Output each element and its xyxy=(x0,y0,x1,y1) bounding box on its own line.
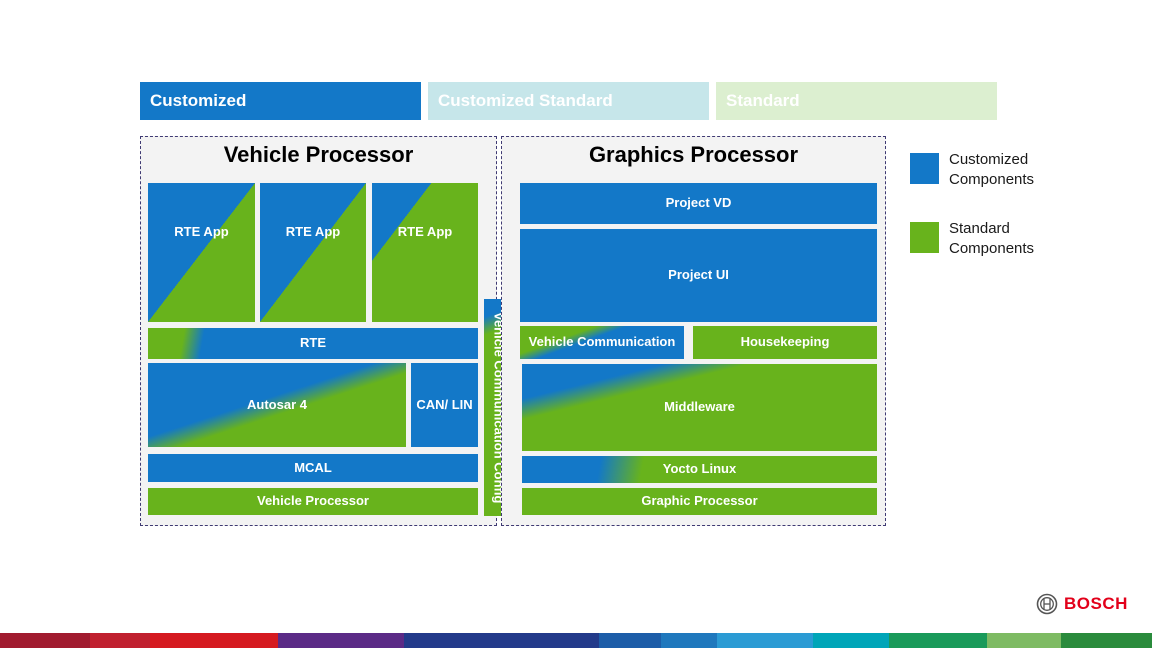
rte-app-1: RTE App xyxy=(148,183,255,322)
footer-stripe-5 xyxy=(404,633,599,648)
footer-stripe-3 xyxy=(150,633,278,648)
vehicle-communication-block: Vehicle Communication xyxy=(520,326,684,359)
project-ui-block: Project UI xyxy=(520,229,877,322)
footer-stripe-6 xyxy=(599,633,661,648)
header-customized-standard-label: Customized Standard xyxy=(438,91,613,110)
middleware-block: Middleware xyxy=(522,364,877,451)
mcal-block: MCAL xyxy=(148,454,478,482)
header-customized-label: Customized xyxy=(150,91,247,110)
bosch-wordmark: BOSCH xyxy=(1064,594,1128,613)
footer-stripe-2 xyxy=(90,633,150,648)
graphic-processor-hw-block: Graphic Processor xyxy=(522,488,877,515)
rte-block: RTE xyxy=(148,328,478,359)
housekeeping-block: Housekeeping xyxy=(693,326,877,359)
footer-stripe-8 xyxy=(717,633,813,648)
vehicle-processor-hw-block: Vehicle Processor xyxy=(148,488,478,515)
footer-stripe-12 xyxy=(1061,633,1152,648)
bosch-logo: BOSCH xyxy=(1036,592,1131,616)
footer-stripe-1 xyxy=(0,633,90,648)
rte-app-3: RTE App xyxy=(372,183,478,322)
bosch-armature-icon xyxy=(1036,593,1058,615)
legend-standard-label: Standard Components xyxy=(949,220,1035,257)
vehicle-processor-title: Vehicle Processor xyxy=(223,142,414,167)
footer-stripe-7 xyxy=(661,633,717,648)
footer-stripe-9 xyxy=(813,633,889,648)
footer-stripe-11 xyxy=(987,633,1061,648)
graphics-processor-title: Graphics Processor xyxy=(588,142,799,167)
header-standard-label: Standard xyxy=(726,91,800,110)
can-lin-block: CAN/ LIN xyxy=(411,363,478,447)
autosar-block: Autosar 4 xyxy=(148,363,406,447)
project-vd-block: Project VD xyxy=(520,183,877,224)
header-customized-standard: Customized Standard xyxy=(428,82,709,120)
yocto-linux-block: Yocto Linux xyxy=(522,456,877,483)
header-standard: Standard xyxy=(716,82,997,120)
legend-customized-swatch xyxy=(910,153,939,184)
header-customized: Customized xyxy=(140,82,421,120)
rte-app-2: RTE App xyxy=(260,183,366,322)
footer-stripe-4 xyxy=(278,633,404,648)
legend-standard-swatch xyxy=(910,222,939,253)
footer-stripe-10 xyxy=(889,633,987,648)
legend-customized-label: Customized Components xyxy=(949,151,1035,188)
